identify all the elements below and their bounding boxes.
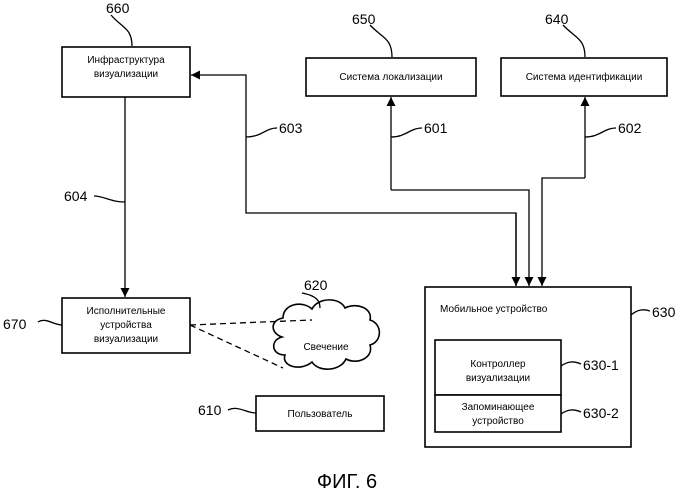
- ref-604: 604: [64, 188, 88, 204]
- dashed-link-lower: [190, 325, 283, 368]
- link-601-to-mobile: [391, 190, 529, 286]
- ref-630: 630: [652, 304, 676, 320]
- ref-640: 640: [545, 11, 569, 27]
- infrastructure-label-2: визуализации: [94, 69, 158, 80]
- ref-650: 650: [352, 11, 376, 27]
- controller-label-2: визуализации: [466, 373, 530, 384]
- leader-610: [228, 408, 256, 413]
- ref-610: 610: [198, 402, 222, 418]
- link-603-to-infrastructure: [191, 75, 516, 286]
- infrastructure-label-1: Инфраструктура: [87, 54, 165, 66]
- storage-label-2: устройство: [472, 416, 524, 427]
- ref-602: 602: [618, 120, 642, 136]
- storage-label-1: Запоминающее: [462, 402, 535, 413]
- ref-630-1: 630-1: [583, 357, 619, 373]
- user-node: Пользователь: [256, 396, 384, 431]
- user-label: Пользователь: [288, 409, 353, 420]
- leader-603: [246, 128, 277, 137]
- leader-640: [563, 25, 585, 57]
- ref-670: 670: [3, 316, 27, 332]
- leader-650: [370, 25, 392, 57]
- ref-660: 660: [106, 0, 130, 16]
- storage-node: Запоминающее устройство: [435, 395, 561, 432]
- controller-node: Контроллер визуализации: [435, 340, 561, 395]
- mobile-label: Мобильное устройство: [440, 303, 548, 315]
- actuators-node: Исполнительные устройства визуализации: [62, 298, 190, 353]
- leader-601: [391, 128, 422, 137]
- actuators-label-2: устройства: [100, 320, 152, 331]
- ref-603: 603: [279, 120, 303, 136]
- controller-label-1: Контроллер: [470, 359, 526, 370]
- link-602-to-mobile: [542, 178, 585, 286]
- leader-630: [631, 310, 650, 315]
- identification-node: Система идентификации: [501, 58, 667, 96]
- leader-604: [94, 196, 125, 202]
- leader-660: [111, 15, 132, 46]
- actuators-label-3: визуализации: [94, 334, 158, 345]
- localization-label: Система локализации: [339, 72, 442, 83]
- localization-node: Система локализации: [306, 58, 476, 96]
- lighting-label: Свечение: [303, 342, 349, 353]
- ref-601: 601: [424, 120, 448, 136]
- infrastructure-node: Инфраструктура визуализации: [62, 47, 190, 97]
- identification-label: Система идентификации: [526, 71, 643, 83]
- lighting-cloud: Свечение: [273, 300, 379, 369]
- leader-670: [38, 320, 62, 325]
- figure-caption: ФИГ. 6: [317, 471, 377, 493]
- leader-602: [585, 128, 616, 137]
- ref-620: 620: [304, 277, 328, 293]
- ref-630-2: 630-2: [583, 405, 619, 421]
- actuators-label-1: Исполнительные: [87, 306, 166, 317]
